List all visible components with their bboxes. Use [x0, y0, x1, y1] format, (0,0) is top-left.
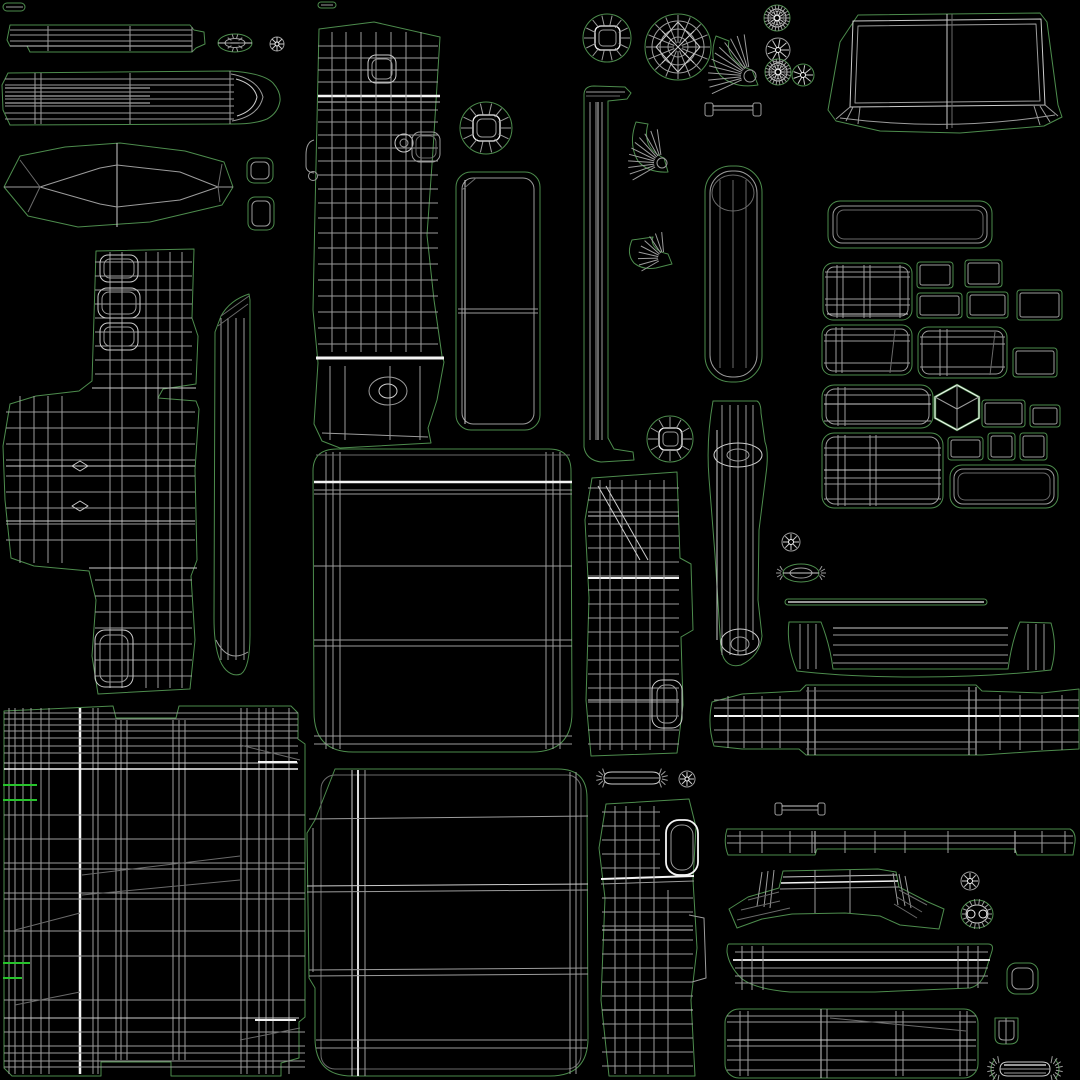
island-panel-i [1012, 347, 1058, 378]
island-octagon-slab [3, 142, 234, 228]
island-side-housing [2, 248, 200, 695]
island-oval-small-a [217, 33, 253, 53]
island-panel-o [987, 432, 1016, 461]
island-panel-q [949, 464, 1059, 509]
island-bracket-b [774, 802, 826, 816]
island-bar-rounded-tr [827, 200, 993, 249]
island-spiderweb-disc [644, 13, 712, 81]
island-panel-m [821, 432, 944, 509]
island-angle-strip [583, 85, 635, 463]
island-panel-j [821, 384, 934, 429]
island-cone-fan-a [708, 34, 759, 95]
island-panel-d [916, 292, 963, 319]
island-star-small-e [960, 871, 980, 891]
island-body-panel-center [312, 448, 573, 753]
island-panel-g [821, 324, 913, 376]
island-panel-k [981, 399, 1026, 428]
island-capsule-tall [704, 165, 763, 383]
island-tube-piece [707, 400, 768, 667]
island-ring-knob-a [459, 101, 513, 155]
island-hex-nut [933, 383, 981, 432]
island-panel-f [1016, 289, 1063, 321]
island-capsule-small-c [776, 563, 826, 583]
island-star-tiny-a [269, 36, 285, 52]
island-side-cover [584, 471, 694, 757]
island-handle-upper-body [305, 21, 445, 449]
island-rail-slim [724, 828, 1076, 856]
island-blade-strip [213, 293, 251, 676]
island-panel-tall-rounded [455, 171, 541, 431]
island-panel-a [822, 262, 913, 321]
island-rail-long [709, 684, 1080, 756]
island-ring-knob-b [582, 13, 632, 63]
island-cone-fan-c [628, 232, 673, 272]
island-base-plate [3, 705, 306, 1077]
island-bin-trapezoid [827, 12, 1063, 134]
island-star-small-c [781, 532, 801, 552]
island-spoke-wheel-a [765, 37, 791, 63]
island-ring-square-f [1006, 962, 1039, 995]
island-bracket-a [704, 102, 762, 117]
island-fuzzy-oval-e [960, 899, 994, 929]
island-ring-square-b [247, 196, 275, 231]
island-panel-c [964, 259, 1003, 288]
island-spoke-wheel-b [791, 63, 815, 87]
island-capsule-fan-d [596, 768, 668, 788]
island-capsule-fan-g [987, 1056, 1063, 1080]
island-ring-square-a [246, 157, 274, 184]
island-bar-top-left [6, 24, 206, 53]
island-panel-p [1019, 432, 1048, 461]
island-panel-b [916, 261, 954, 289]
island-fuzzy-disc-b [764, 58, 792, 86]
island-fuzzy-disc-a [763, 4, 791, 32]
island-panel-h [917, 326, 1008, 379]
island-hull-piece [726, 943, 993, 993]
island-strip-thin [784, 598, 988, 606]
island-capsule-tiny-b [317, 1, 337, 9]
island-panel-e [966, 291, 1009, 319]
island-ring-knob-c [646, 415, 694, 463]
island-star-small-d [678, 770, 696, 788]
island-bench-curved [728, 868, 945, 930]
island-panel-n [947, 436, 984, 461]
island-cup-small [994, 1017, 1019, 1045]
island-tray-curved [787, 621, 1055, 678]
island-capsule-tiny-a [2, 2, 26, 12]
island-bar-large-left [1, 70, 281, 126]
island-panel-l [1029, 404, 1061, 428]
island-cover-strip-bottom [598, 798, 707, 1077]
island-body-panel-bottom [306, 768, 589, 1077]
island-cone-fan-b [628, 121, 669, 181]
island-panel-bottom-right [724, 1008, 979, 1079]
